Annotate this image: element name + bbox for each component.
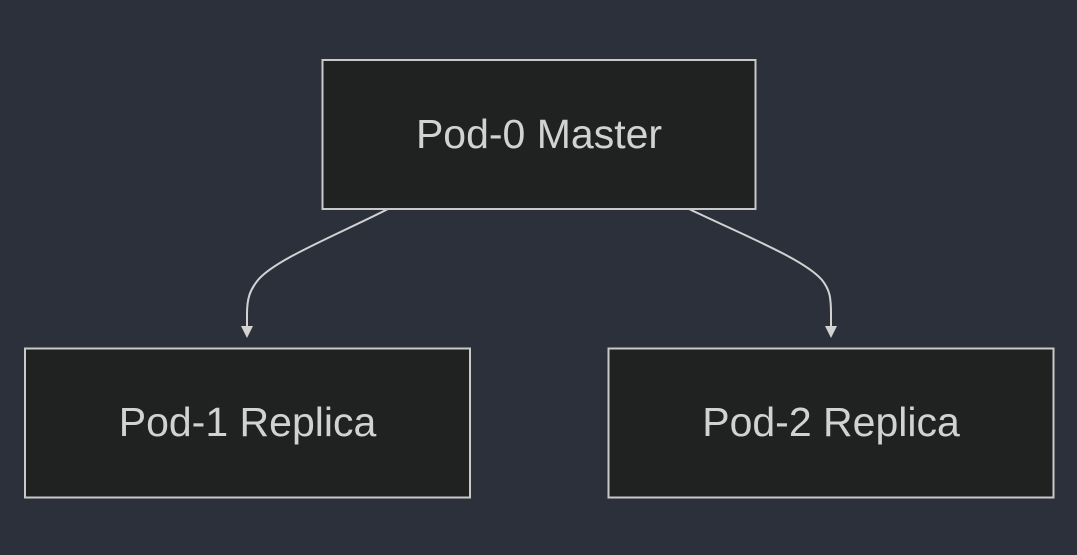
edge-master-to-replica1: [241, 208, 389, 338]
node-pod1-replica: Pod-1 Replica: [24, 347, 471, 499]
node-pod2-replica: Pod-2 Replica: [607, 347, 1055, 499]
node-label-replica2: Pod-2 Replica: [702, 399, 960, 445]
node-box-replica1: [24, 347, 471, 499]
node-label-master: Pod-0 Master: [416, 111, 662, 157]
edge-master-to-replica2: [688, 208, 837, 338]
node-box-replica2: [607, 347, 1055, 499]
node-label-replica1: Pod-1 Replica: [119, 399, 377, 445]
node-box-master: [321, 59, 757, 210]
node-pod0-master: Pod-0 Master: [321, 59, 757, 210]
